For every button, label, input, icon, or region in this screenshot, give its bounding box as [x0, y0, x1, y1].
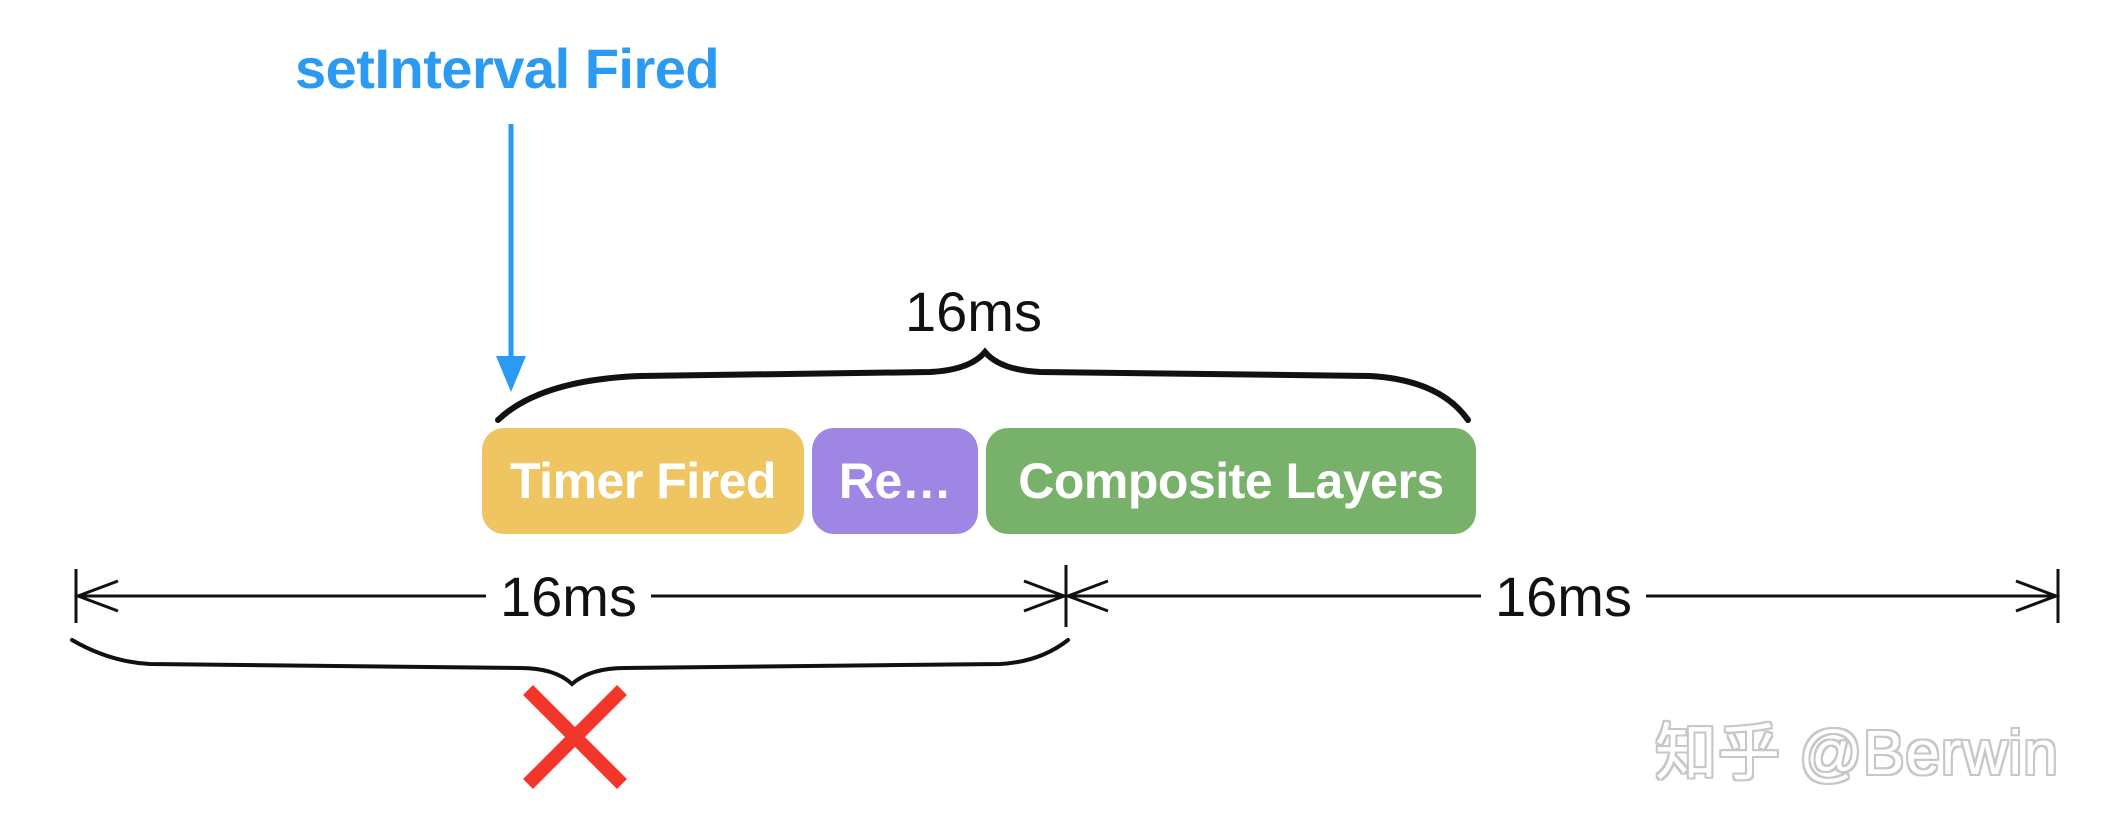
task-composite-layers: Composite Layers [986, 428, 1476, 534]
task-timer-fired: Timer Fired [482, 428, 804, 534]
task-recalculate: Re… [812, 428, 978, 534]
watermark: 知乎 @Berwin [1655, 719, 2059, 788]
frame-duration-label: 16ms [905, 280, 1042, 343]
task-label: Re… [838, 453, 952, 509]
interval-label-second: 16ms [1481, 565, 1646, 629]
interval-brace [70, 638, 1070, 687]
task-label: Timer Fired [510, 453, 776, 509]
interval-label-first: 16ms [486, 565, 651, 629]
task-label: Composite Layers [1018, 453, 1444, 509]
frame-brace [495, 347, 1471, 423]
interval-axis [73, 565, 2061, 627]
event-label: setInterval Fired [295, 37, 720, 100]
event-arrow [496, 124, 526, 392]
cross-icon [523, 685, 627, 789]
